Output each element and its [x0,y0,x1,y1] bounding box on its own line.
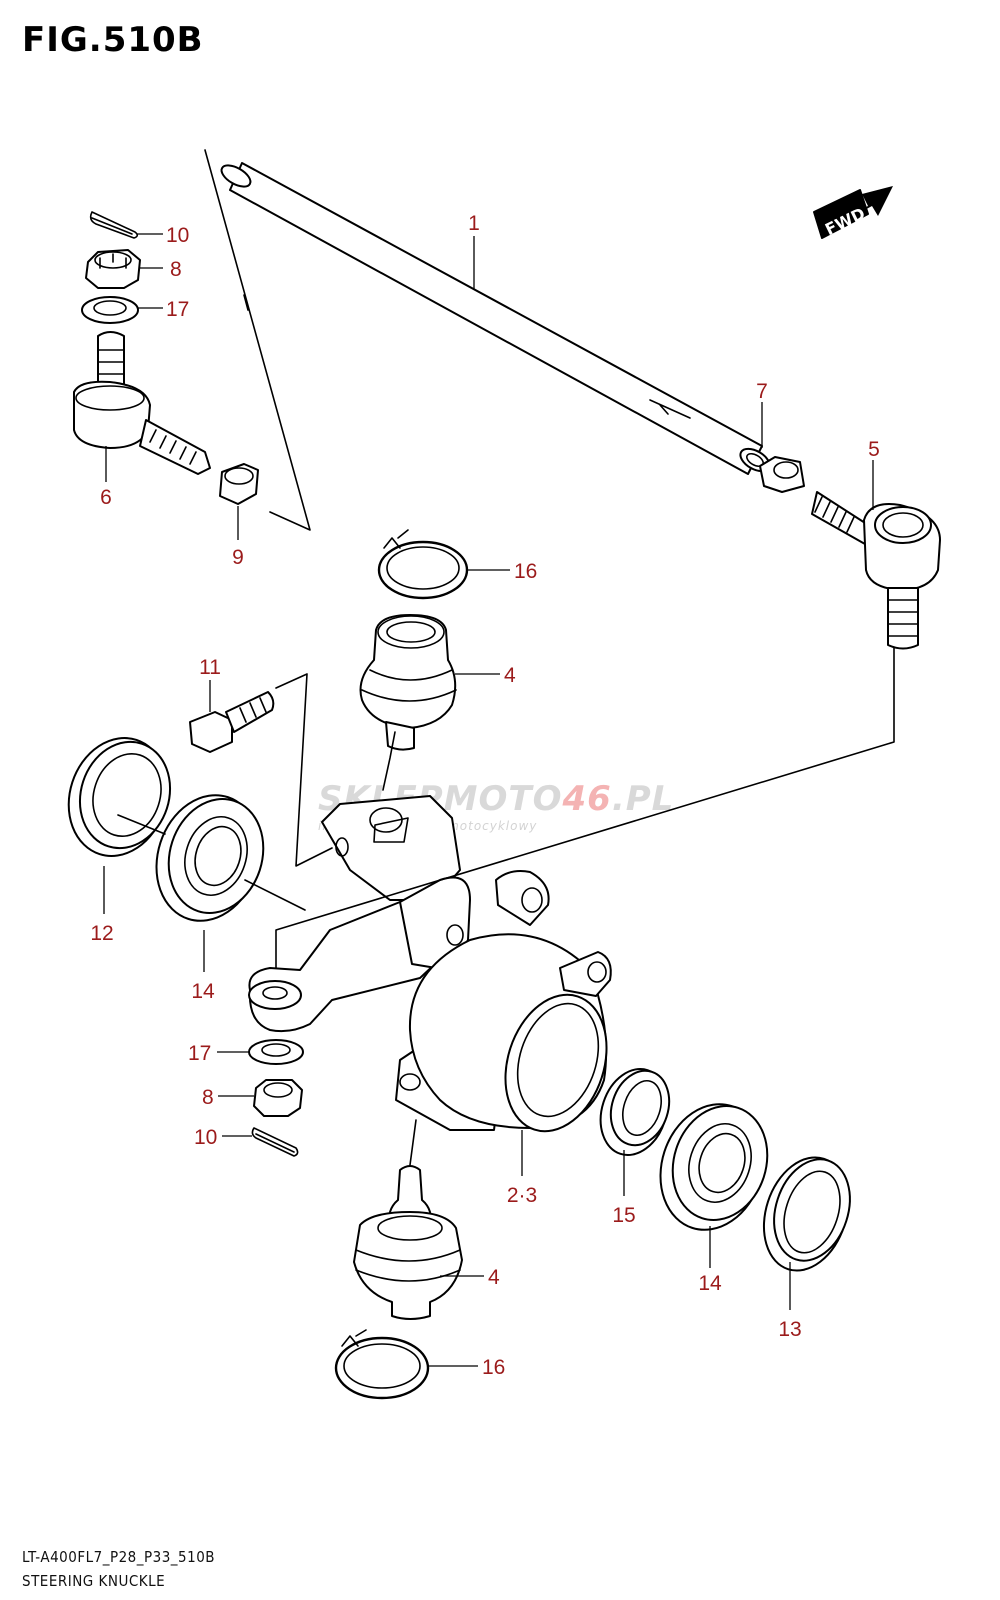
callout-5: 5 [868,438,880,461]
lock-nut-7 [759,456,805,493]
callout-8-bottom: 8 [202,1086,214,1109]
assembly-bracket-left [204,149,311,531]
callout-14-right: 14 [698,1272,722,1295]
callout-9: 9 [232,546,244,569]
tie-rod-end-5 [811,491,941,650]
figure-title: FIG.510B [22,20,204,60]
callout-12: 12 [90,922,113,945]
cotter-pin-10a [89,211,139,239]
bearing-14b [659,1103,769,1231]
callout-10-top: 10 [166,224,189,247]
washer-17a [81,296,139,324]
callout-14-left: 14 [191,980,215,1003]
bolt-11 [189,691,275,753]
snap-ring-16b [334,1329,430,1400]
ball-joint-4a [359,614,457,751]
callout-4-bottom: 4 [488,1266,500,1289]
callout-17-bottom: 17 [188,1042,211,1065]
figure-name: STEERING KNUCKLE [22,1572,166,1590]
steering-knuckle [248,795,612,1133]
fwd-arrow-icon: FWD [813,186,893,239]
washer-17b [248,1039,304,1065]
callout-7: 7 [756,380,768,403]
oil-seal-12 [67,737,172,857]
cotter-pin-10b [251,1127,299,1157]
assembly-line-balljoint [382,731,396,791]
callout-1: 1 [468,212,480,235]
callout-16-bottom: 16 [482,1356,505,1379]
callout-16-top: 16 [514,560,537,583]
assembly-line-right [275,647,895,969]
collar-15 [599,1068,671,1156]
assembly-line-seal [117,814,166,835]
leader-lines [103,233,874,1367]
castle-nut-8b [253,1079,303,1117]
castle-nut-8a [85,249,141,289]
callout-8-top: 8 [170,258,182,281]
callout-2-3: 2·3 [507,1184,537,1207]
callout-13: 13 [778,1318,801,1341]
callout-11: 11 [199,656,221,679]
tie-rod [220,162,771,475]
assembly-bracket-bolt [275,673,333,867]
assembly-line-lower-balljoint [409,1119,417,1166]
callout-17-top: 17 [166,298,189,321]
watermark-accent: 46 [561,779,611,819]
callouts: 1 7 5 10 8 17 6 9 16 4 11 12 14 17 8 10 … [90,212,880,1379]
snap-ring-16a [377,529,469,600]
watermark-domain: .PL [612,779,675,819]
callout-15: 15 [612,1204,635,1227]
nut-9 [219,463,259,505]
ball-joint-4b [353,1165,463,1320]
bearing-14a [155,794,265,922]
oil-seal-13 [762,1156,851,1272]
assembly-line-bearing [244,879,306,911]
figure-code: LT-A400FL7_P28_P33_510B [22,1548,216,1566]
callout-10-bottom: 10 [194,1126,217,1149]
callout-6: 6 [100,486,112,509]
callout-4-top: 4 [504,664,516,687]
tie-rod-end-6 [73,331,211,475]
